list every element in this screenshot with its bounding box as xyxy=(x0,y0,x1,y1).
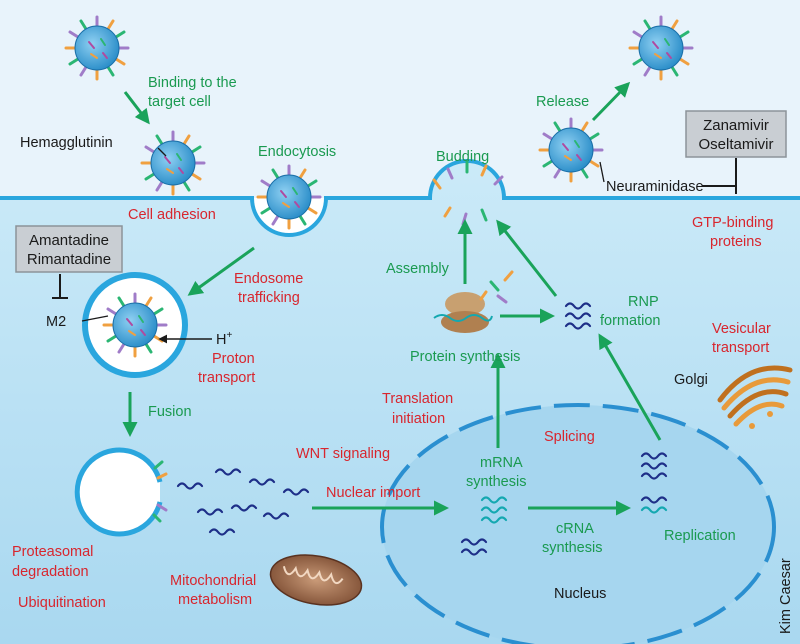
label-vesicular-2: transport xyxy=(712,340,769,356)
nucleus xyxy=(380,403,776,644)
inhibit-neuraminidase-line xyxy=(702,158,737,194)
label-assembly: Assembly xyxy=(386,261,450,277)
label-rnp-2: formation xyxy=(600,313,660,329)
ribosome xyxy=(433,292,493,333)
label-protein-synthesis: Protein synthesis xyxy=(410,349,520,365)
label-gtp-1: GTP-binding xyxy=(692,215,773,231)
pathway-arrows xyxy=(122,81,662,516)
label-binding-2: target cell xyxy=(148,94,211,110)
label-m2: M2 xyxy=(46,314,66,330)
label-endosome-1: Endosome xyxy=(234,271,303,287)
label-wnt: WNT signaling xyxy=(296,446,390,462)
endosome xyxy=(82,272,188,378)
label-cell-adhesion: Cell adhesion xyxy=(128,207,216,223)
label-endosome-2: trafficking xyxy=(238,290,300,306)
label-crna-2: synthesis xyxy=(542,540,602,556)
label-replication: Replication xyxy=(664,528,736,544)
label-ubiquitination: Ubiquitination xyxy=(18,595,106,611)
label-gtp-2: proteins xyxy=(710,234,762,250)
drug-zanamivir: Zanamivir xyxy=(703,117,769,134)
label-release: Release xyxy=(536,94,589,110)
assembly-proteins xyxy=(479,270,514,304)
label-translation-2: initiation xyxy=(392,411,445,427)
label-mrna-1: mRNA xyxy=(480,455,523,471)
credit-text: Kim Caesar xyxy=(778,558,794,634)
label-h-plus: H+ xyxy=(216,330,232,348)
budding-spikes xyxy=(432,160,504,226)
plasma-membrane xyxy=(0,159,800,237)
label-crna-1: cRNA xyxy=(556,521,594,537)
amantadine-box: Amantadine Rimantadine xyxy=(15,225,123,273)
label-splicing: Splicing xyxy=(544,429,595,445)
label-proton-1: Proton xyxy=(212,351,255,367)
label-budding: Budding xyxy=(436,149,489,165)
label-golgi: Golgi xyxy=(674,372,708,388)
pointer-lines xyxy=(81,147,605,322)
label-endocytosis: Endocytosis xyxy=(258,144,336,160)
label-rnp-1: RNP xyxy=(628,294,659,310)
label-nuclear-import: Nuclear import xyxy=(326,485,420,501)
label-translation-1: Translation xyxy=(382,391,453,407)
drug-amantadine: Amantadine xyxy=(29,232,109,249)
label-nucleus: Nucleus xyxy=(554,586,606,602)
label-proteasomal-2: degradation xyxy=(12,564,89,580)
drug-oseltamivir: Oseltamivir xyxy=(698,136,773,153)
mitochondrion xyxy=(269,554,363,606)
fusion-vesicle xyxy=(74,447,168,537)
golgi xyxy=(717,365,793,429)
label-mito-2: metabolism xyxy=(178,592,252,608)
label-hemagglutinin: Hemagglutinin xyxy=(20,135,113,151)
label-neuraminidase: Neuraminidase xyxy=(606,179,704,195)
label-vesicular-1: Vesicular xyxy=(712,321,771,337)
label-proteasomal-1: Proteasomal xyxy=(12,544,93,560)
label-mito-1: Mitochondrial xyxy=(170,573,256,589)
label-mrna-2: synthesis xyxy=(466,474,526,490)
label-proton-2: transport xyxy=(198,370,255,386)
drug-rimantadine: Rimantadine xyxy=(27,251,111,268)
label-binding-1: Binding to the xyxy=(148,75,237,91)
label-fusion: Fusion xyxy=(148,404,192,420)
inhibit-m2-line xyxy=(52,274,68,299)
zanamivir-box: Zanamivir Oseltamivir xyxy=(685,110,787,158)
